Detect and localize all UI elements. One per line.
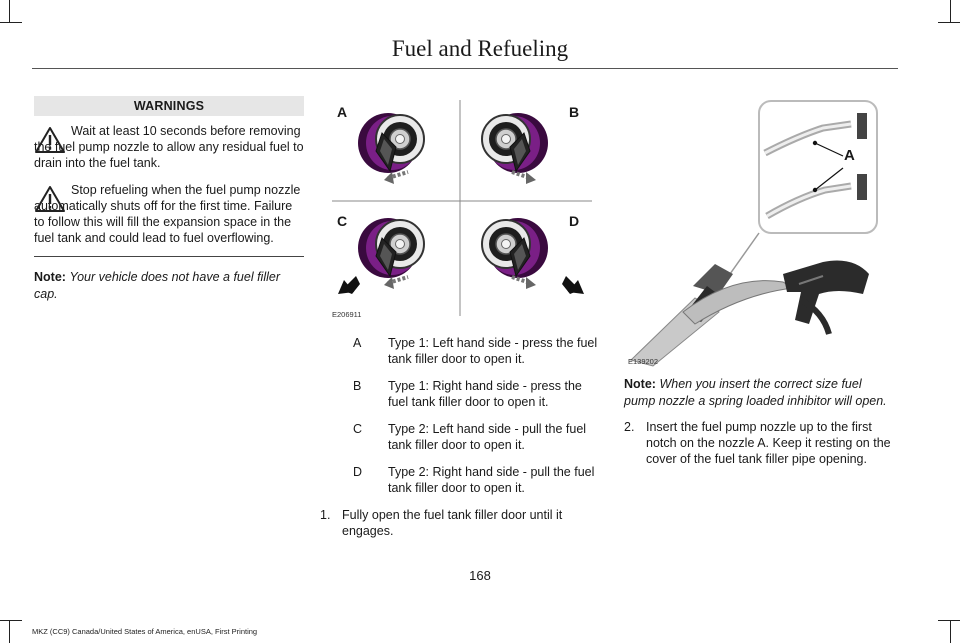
key-text: Type 1: Right hand side - press the fuel… [388, 379, 582, 409]
crop-mark [950, 0, 951, 22]
step-text: Insert the fuel pump nozzle up to the fi… [646, 420, 891, 466]
warning-triangle-icon [35, 186, 65, 212]
step-item: 2. Insert the fuel pump nozzle up to the… [624, 419, 896, 467]
key-letter: B [353, 379, 362, 393]
key-item: B Type 1: Right hand side - press the fu… [320, 378, 605, 410]
left-column: WARNINGS Wait at least 10 seconds before… [34, 96, 304, 303]
fuel-nozzle-figure: A E139202 [623, 98, 883, 368]
right-column: Note: When you insert the correct size f… [624, 376, 896, 467]
key-text: Type 2: Right hand side - pull the fuel … [388, 465, 595, 495]
crop-mark [0, 22, 22, 23]
crop-mark [0, 620, 22, 621]
middle-column: A Type 1: Left hand side - press the fue… [320, 335, 605, 539]
key-letter: D [353, 465, 363, 479]
warning-triangle-icon [35, 127, 65, 153]
crop-mark [938, 22, 960, 23]
figure-code: E139202 [628, 357, 659, 366]
key-text: Type 2: Left hand side - pull the fuel t… [388, 422, 587, 452]
note: Note: Your vehicle does not have a fuel … [34, 269, 304, 303]
key-item: A Type 1: Left hand side - press the fue… [320, 335, 605, 367]
page-number: 168 [469, 568, 491, 583]
warning-text: Wait at least 10 seconds before removing… [34, 124, 304, 170]
step-number: 2. [624, 420, 635, 434]
warning-item: Stop refueling when the fuel pump nozzle… [34, 182, 304, 246]
warnings-divider [34, 256, 304, 257]
key-text: Type 1: Left hand side - press the fuel … [388, 336, 598, 366]
crop-mark [9, 0, 10, 22]
step-text: Fully open the fuel tank filler door unt… [342, 508, 563, 538]
note-text: Your vehicle does not have a fuel filler… [34, 270, 280, 301]
footer-text: MKZ (CC9) Canada/United States of Americ… [32, 627, 258, 636]
key-item: D Type 2: Right hand side - pull the fue… [320, 464, 605, 496]
step-item: 1. Fully open the fuel tank filler door … [320, 507, 605, 539]
figure-label-c: C [337, 213, 348, 229]
crop-mark [938, 620, 960, 621]
figure-label-a: A [844, 147, 855, 164]
warning-text: Stop refueling when the fuel pump nozzle… [34, 183, 301, 245]
fuel-door-diagram [332, 100, 592, 316]
warning-item: Wait at least 10 seconds before removing… [34, 123, 304, 171]
step-number: 1. [320, 508, 331, 522]
figure-label-d: D [569, 213, 580, 229]
fuel-nozzle-diagram [630, 100, 878, 367]
key-letter: C [353, 422, 363, 436]
page-title: Fuel and Refueling [391, 36, 569, 61]
crop-mark [950, 620, 951, 643]
crop-mark [9, 620, 10, 643]
figure-code: E206911 [332, 310, 362, 319]
fuel-door-figure: A B C D E206911 [330, 98, 595, 328]
title-divider [32, 68, 898, 69]
key-item: C Type 2: Left hand side - pull the fuel… [320, 421, 605, 453]
note: Note: When you insert the correct size f… [624, 376, 896, 410]
key-letter: A [353, 336, 362, 350]
figure-label-a: A [337, 104, 348, 120]
note-label: Note: [624, 377, 656, 391]
warnings-heading: WARNINGS [34, 96, 304, 116]
note-label: Note: [34, 270, 66, 284]
note-text: When you insert the correct size fuel pu… [624, 377, 887, 408]
figure-label-b: B [569, 104, 580, 120]
